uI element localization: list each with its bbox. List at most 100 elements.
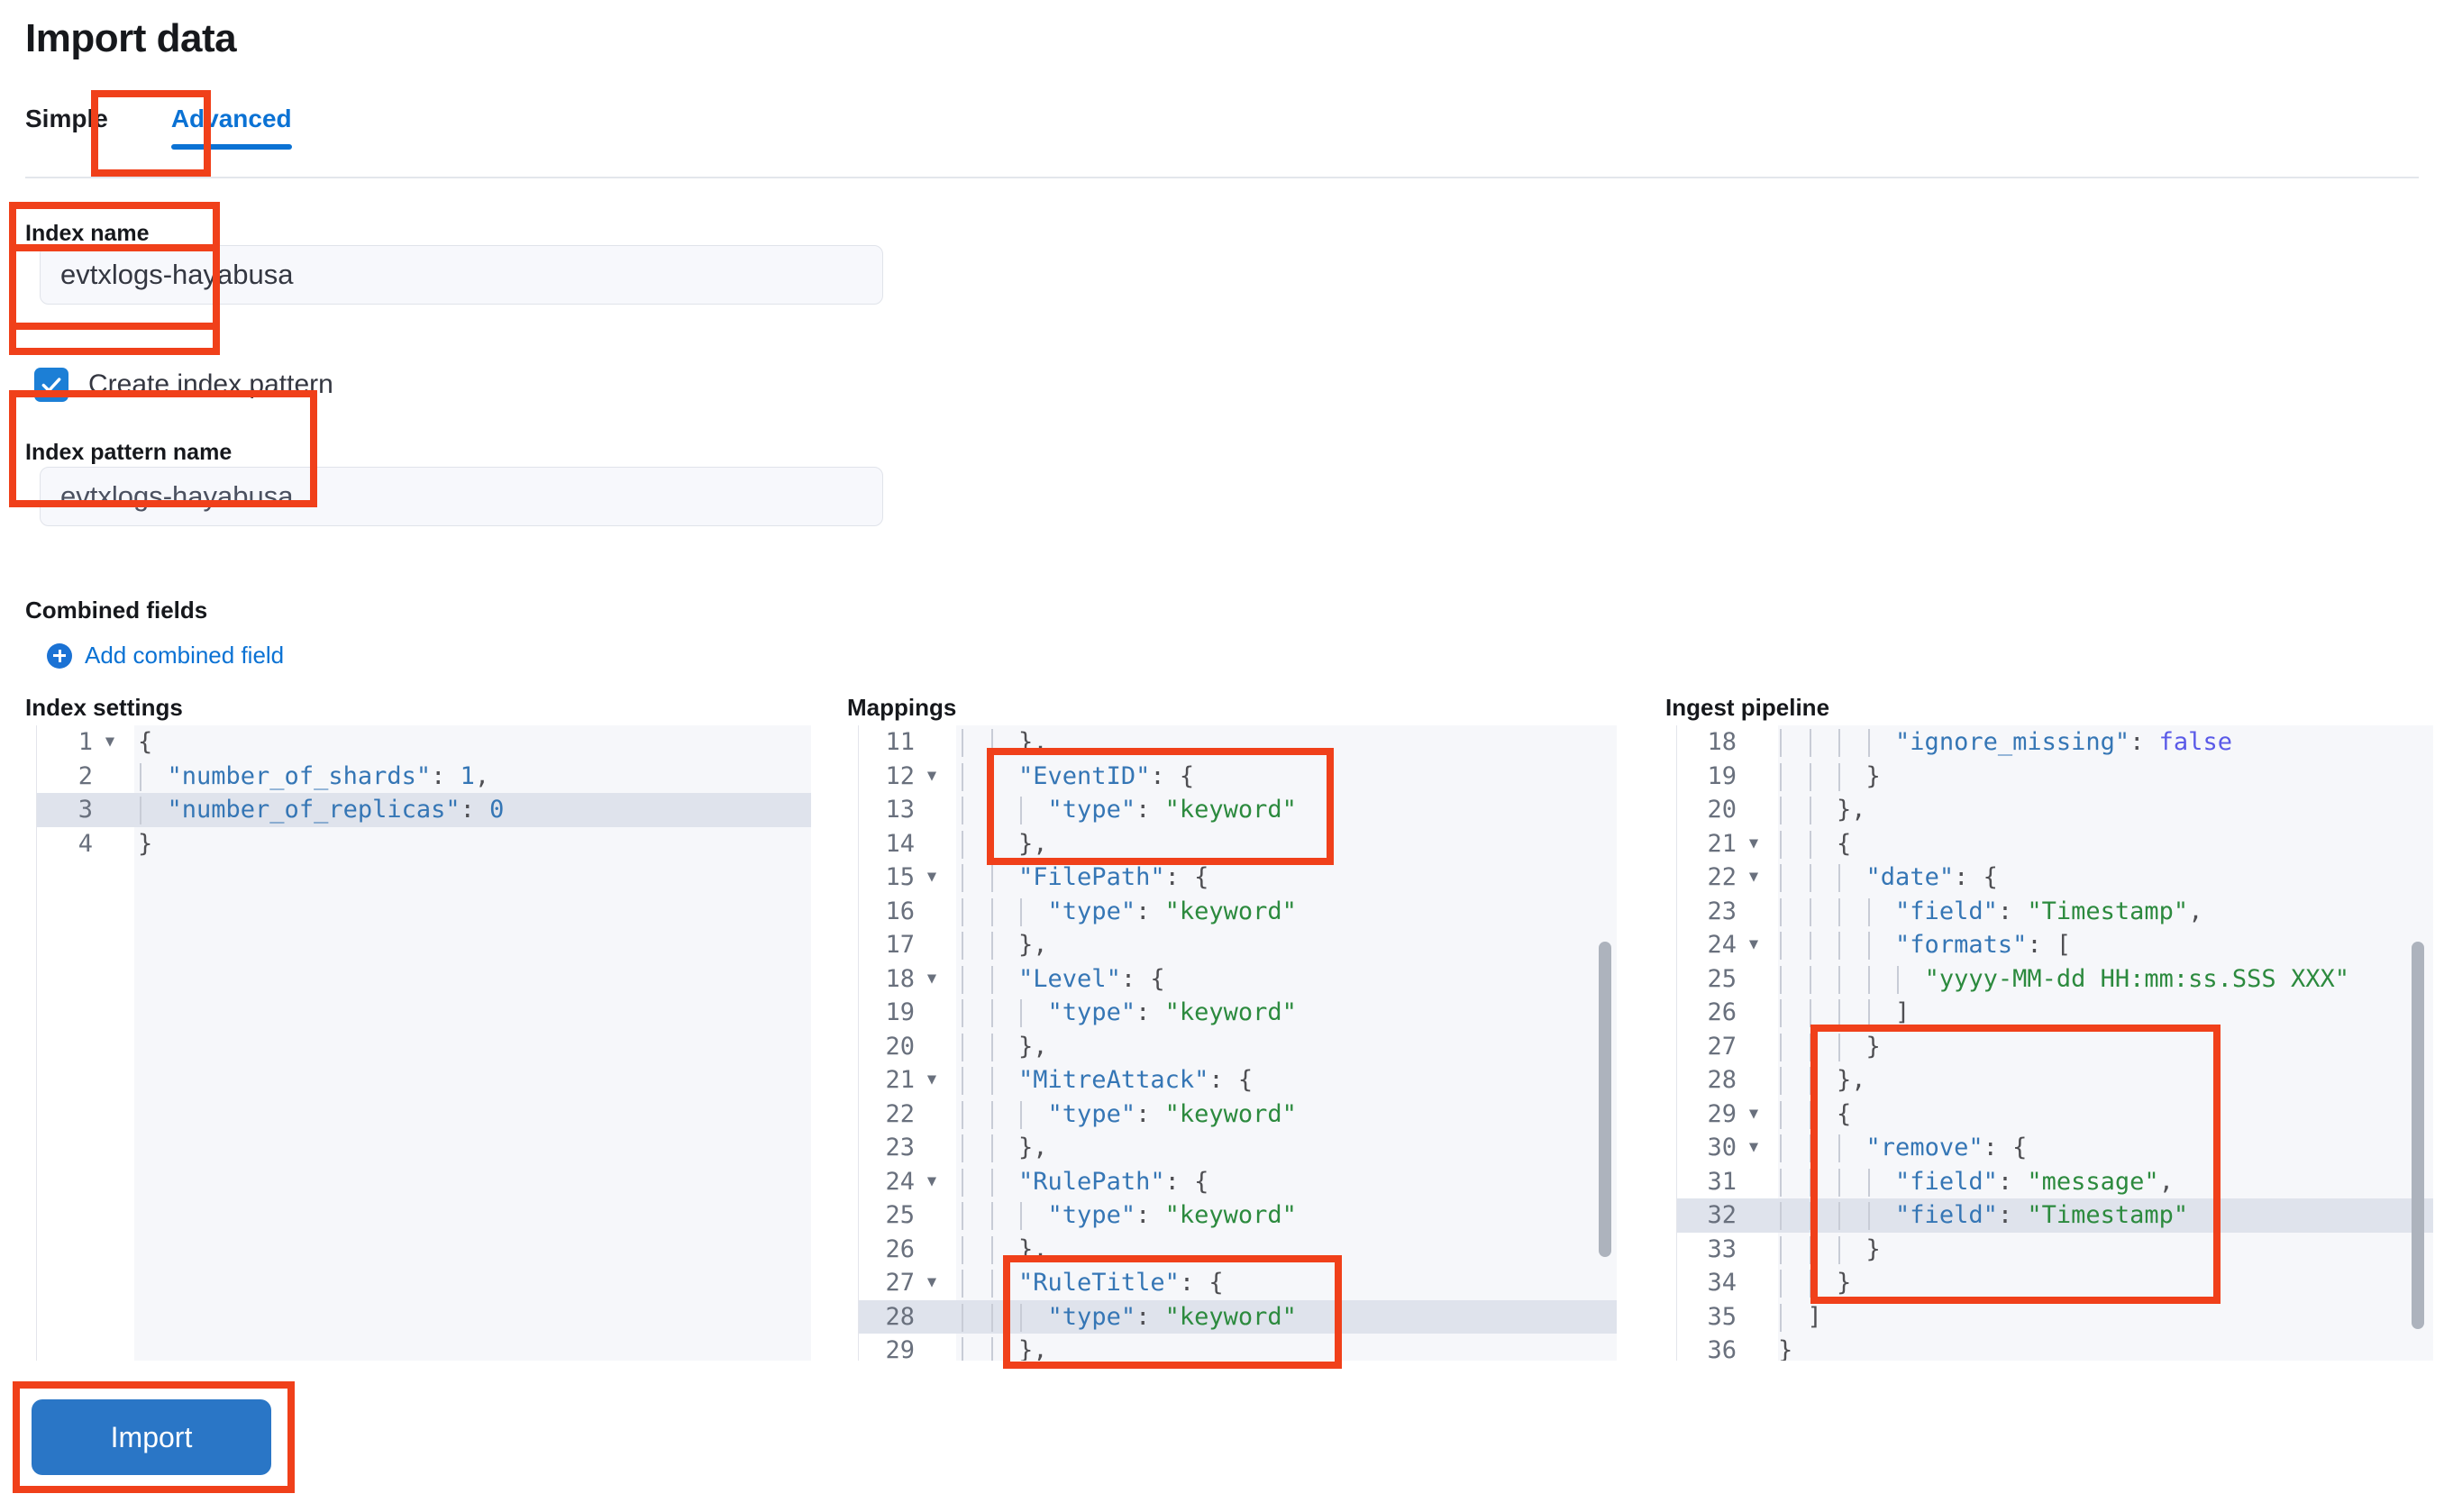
code-line[interactable]: 28 },: [1677, 1063, 2433, 1098]
fold-arrow-icon[interactable]: ▼: [922, 961, 942, 996]
code-line[interactable]: 22 "type": "keyword": [859, 1097, 1617, 1131]
fold-arrow-icon[interactable]: ▼: [1744, 1131, 1764, 1165]
code-line[interactable]: 35 ]: [1677, 1299, 2433, 1334]
indent-guide: [1809, 1033, 1811, 1061]
indent-guide: [1838, 897, 1840, 926]
code-text: },: [1837, 1066, 1866, 1094]
indent-guide: [962, 762, 963, 791]
code-text: "date": {: [1865, 863, 1998, 891]
tab-simple[interactable]: Simple: [25, 94, 135, 150]
code-line[interactable]: 4}: [37, 826, 811, 861]
code-line[interactable]: 19 }: [1677, 759, 2433, 793]
fold-arrow-icon[interactable]: ▼: [1744, 1097, 1764, 1131]
code-line[interactable]: 23 "field": "Timestamp",: [1677, 894, 2433, 928]
code-line[interactable]: 21▼ "MitreAttack": {: [859, 1063, 1617, 1098]
code-text: "FilePath": {: [1018, 863, 1209, 891]
code-line[interactable]: 30▼ "remove": {: [1677, 1131, 2433, 1165]
fold-arrow-icon[interactable]: ▼: [1744, 826, 1764, 861]
code-line[interactable]: 21▼ {: [1677, 826, 2433, 861]
code-line[interactable]: 17 },: [859, 928, 1617, 962]
code-line[interactable]: 32 "field": "Timestamp": [1677, 1198, 2433, 1233]
ingest-pipeline-title: Ingest pipeline: [1665, 694, 1830, 721]
code-line[interactable]: 28 "type": "keyword": [859, 1299, 1617, 1334]
code-line[interactable]: 31 "field": "message",: [1677, 1164, 2433, 1198]
code-text: }: [1837, 1269, 1852, 1297]
indent-guide: [962, 1303, 963, 1332]
line-number: 34: [1677, 1266, 1737, 1300]
mappings-scrollbar[interactable]: [1599, 942, 1611, 1257]
code-text: "field": "Timestamp",: [1895, 897, 2203, 925]
line-number: 12: [859, 759, 915, 793]
line-number: 13: [859, 793, 915, 827]
fold-arrow-icon[interactable]: ▼: [1744, 928, 1764, 962]
code-line[interactable]: 1▼{: [37, 725, 811, 760]
code-line[interactable]: 29 },: [859, 1334, 1617, 1361]
fold-arrow-icon[interactable]: ▼: [1744, 861, 1764, 895]
tab-active-underline: [170, 144, 292, 150]
fold-arrow-icon[interactable]: ▼: [100, 725, 120, 760]
code-line[interactable]: 20 },: [1677, 793, 2433, 827]
index-settings-editor[interactable]: 1▼{2 "number_of_shards": 1,3 "number_of_…: [36, 725, 811, 1361]
indent-guide: [962, 897, 963, 926]
code-line[interactable]: 24▼ "formats": [: [1677, 928, 2433, 962]
indent-guide: [1809, 762, 1811, 791]
mappings-code[interactable]: 11 },12▼ "EventID": {13 "type": "keyword…: [859, 725, 1617, 1361]
code-text: "field": "Timestamp": [1895, 1201, 2189, 1229]
indent-guide: [990, 729, 993, 757]
add-combined-field-button[interactable]: Add combined field: [47, 642, 284, 669]
code-line[interactable]: 27 }: [1677, 1029, 2433, 1063]
mappings-editor[interactable]: 11 },12▼ "EventID": {13 "type": "keyword…: [858, 725, 1617, 1361]
fold-arrow-icon[interactable]: ▼: [922, 1266, 942, 1300]
code-line[interactable]: 11 },: [859, 725, 1617, 760]
fold-arrow-icon[interactable]: ▼: [922, 1164, 942, 1198]
fold-arrow-icon[interactable]: ▼: [922, 1063, 942, 1098]
code-line[interactable]: 14 },: [859, 826, 1617, 861]
code-line[interactable]: 26 ]: [1677, 996, 2433, 1030]
code-line[interactable]: 2 "number_of_shards": 1,: [37, 759, 811, 793]
line-number: 25: [859, 1198, 915, 1233]
code-line[interactable]: 25 "type": "keyword": [859, 1198, 1617, 1233]
index-settings-code[interactable]: 1▼{2 "number_of_shards": 1,3 "number_of_…: [37, 725, 811, 1361]
code-line[interactable]: 13 "type": "keyword": [859, 793, 1617, 827]
code-line[interactable]: 29▼ {: [1677, 1097, 2433, 1131]
code-line[interactable]: 16 "type": "keyword": [859, 894, 1617, 928]
indent-guide: [1780, 897, 1782, 926]
code-line[interactable]: 18▼ "Level": {: [859, 961, 1617, 996]
code-line[interactable]: 26 },: [859, 1232, 1617, 1266]
tab-advanced[interactable]: Advanced: [135, 94, 328, 150]
indent-guide: [1780, 999, 1782, 1027]
code-line[interactable]: 18 "ignore_missing": false: [1677, 725, 2433, 760]
code-line[interactable]: 3 "number_of_replicas": 0: [37, 793, 811, 827]
code-text: "type": "keyword": [1047, 1099, 1297, 1128]
import-button[interactable]: Import: [32, 1399, 271, 1475]
ingest-pipeline-scrollbar[interactable]: [2412, 942, 2424, 1329]
code-line[interactable]: 20 },: [859, 1029, 1617, 1063]
line-number: 27: [1677, 1029, 1737, 1063]
code-line[interactable]: 23 },: [859, 1131, 1617, 1165]
indent-guide: [1780, 1303, 1782, 1332]
code-line[interactable]: 33 }: [1677, 1232, 2433, 1266]
code-line[interactable]: 22▼ "date": {: [1677, 861, 2433, 895]
create-index-pattern-checkbox[interactable]: [34, 368, 68, 402]
indent-guide: [1838, 932, 1840, 960]
create-index-pattern-row[interactable]: Create index pattern: [34, 368, 333, 402]
code-line[interactable]: 34 }: [1677, 1266, 2433, 1300]
index-name-input[interactable]: evtxlogs-hayabusa: [40, 245, 883, 305]
fold-arrow-icon[interactable]: ▼: [922, 759, 942, 793]
index-pattern-name-input[interactable]: evtxlogs-hayabusa: [40, 467, 883, 526]
code-text: },: [1018, 1234, 1048, 1263]
code-line[interactable]: 12▼ "EventID": {: [859, 759, 1617, 793]
code-line[interactable]: 24▼ "RulePath": {: [859, 1164, 1617, 1198]
fold-arrow-icon[interactable]: ▼: [922, 861, 942, 895]
code-line[interactable]: 25 "yyyy-MM-dd HH:mm:ss.SSS XXX": [1677, 961, 2433, 996]
line-number: 29: [859, 1334, 915, 1361]
code-line[interactable]: 15▼ "FilePath": {: [859, 861, 1617, 895]
indent-guide: [1809, 864, 1811, 892]
line-number: 29: [1677, 1097, 1737, 1131]
code-line[interactable]: 19 "type": "keyword": [859, 996, 1617, 1030]
code-line[interactable]: 36}: [1677, 1334, 2433, 1361]
indent-guide: [1780, 1033, 1782, 1061]
code-line[interactable]: 27▼ "RuleTitle": {: [859, 1266, 1617, 1300]
